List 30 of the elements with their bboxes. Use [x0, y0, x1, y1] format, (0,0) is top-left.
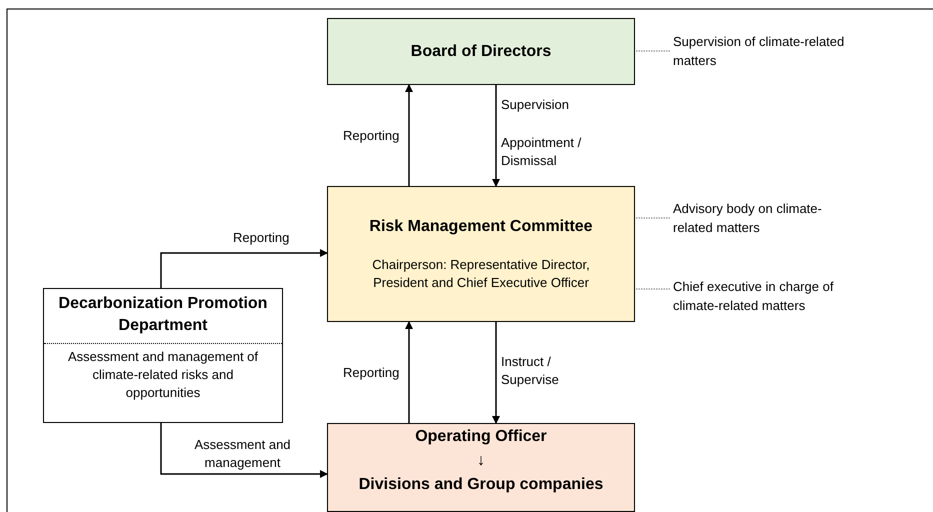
arrow: [492, 322, 500, 424]
annotation-text: Advisory body on climate-related matters: [673, 199, 838, 237]
process-box: [327, 186, 635, 322]
leader-line: [634, 50, 670, 52]
edge-label: Instruct / Supervise: [501, 353, 560, 389]
annotation-text: Supervision of climate-related matters: [673, 32, 858, 70]
arrow: [405, 84, 413, 186]
box-heading: Board of Directors: [410, 42, 552, 62]
edge-label: Reporting: [343, 364, 400, 382]
box-body: Assessment and management of climate-related risks and opportunities: [44, 343, 282, 406]
box-body: Chairperson: Representative Director, President and Chief Executive Officer: [371, 256, 591, 292]
arrow: [405, 321, 413, 423]
edge-label: Reporting: [343, 127, 400, 145]
box-heading: Divisions and Group companies: [358, 475, 604, 495]
arrow: [492, 85, 500, 187]
edge-label: Reporting: [233, 229, 290, 247]
process-box: [327, 423, 635, 512]
edge-label: Supervision: [501, 96, 570, 114]
leader-line: [634, 288, 670, 290]
down-arrow-glyph: ↓: [477, 451, 485, 471]
department-box: [43, 288, 283, 423]
box-heading: Decarbonization Promotion Department: [58, 294, 268, 336]
line-label: Appointment / Dismissal: [501, 134, 582, 170]
box-heading: Risk Management Committee: [369, 217, 593, 237]
box-heading: Operating Officer: [415, 427, 547, 447]
process-box: [327, 18, 635, 85]
arrow: [160, 249, 328, 288]
edge-label: Assessment and management: [193, 436, 292, 472]
annotation-text: Chief executive in charge of climate-related matters: [673, 277, 853, 315]
arrow: [160, 423, 328, 478]
